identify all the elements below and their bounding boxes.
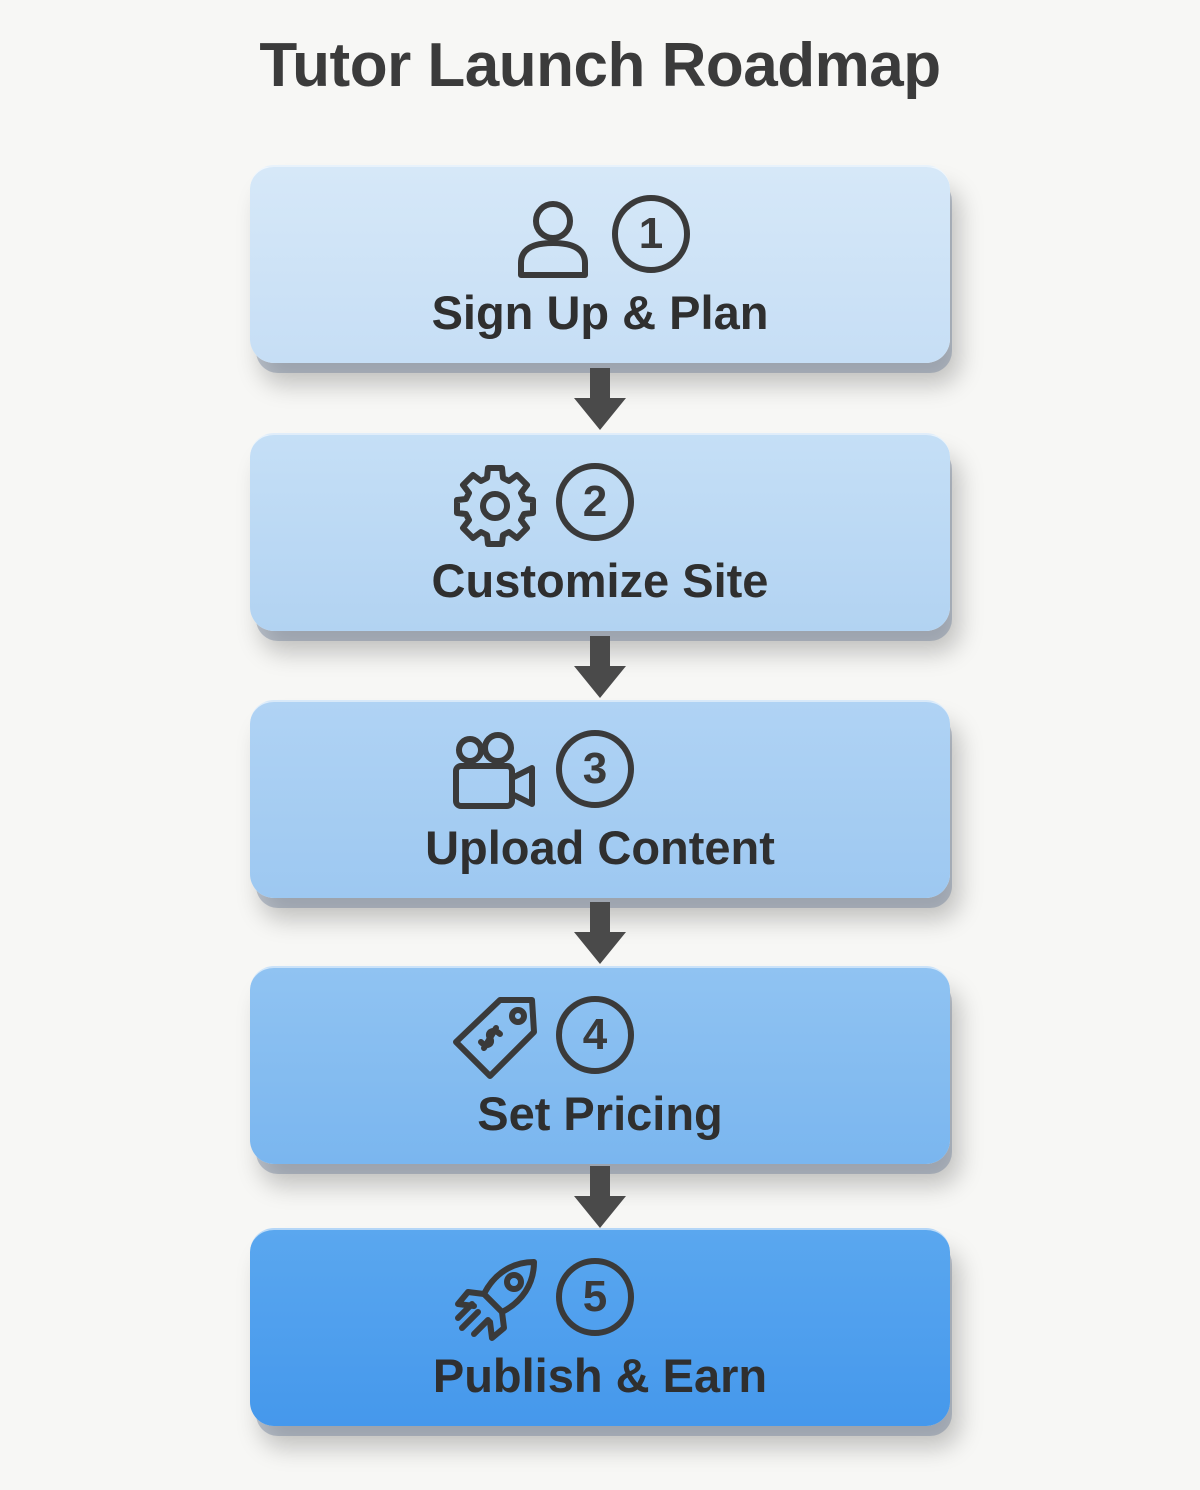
arrow-down-icon xyxy=(574,902,626,964)
user-icon xyxy=(506,191,600,285)
step-5-card: 5 Publish & Earn xyxy=(250,1228,950,1426)
video-camera-icon xyxy=(448,726,542,820)
arrow-down-icon xyxy=(574,636,626,698)
step-2-card: 2 Customize Site xyxy=(250,433,950,631)
arrow-down-icon xyxy=(574,1166,626,1228)
step-number-badge: 3 xyxy=(556,730,634,808)
step-number-badge: 5 xyxy=(556,1258,634,1336)
step-label: Customize Site xyxy=(431,554,769,607)
step-4-card: 4 Set Pricing xyxy=(250,966,950,1164)
step-label: Upload Content xyxy=(425,821,775,874)
page-title: Tutor Launch Roadmap xyxy=(259,31,941,100)
step-1-card: 1 Sign Up & Plan xyxy=(250,165,950,363)
arrow-down-icon xyxy=(574,368,626,430)
step-number-badge: 1 xyxy=(612,195,690,273)
gear-icon xyxy=(448,459,542,553)
step-number-badge: 2 xyxy=(556,463,634,541)
step-number-badge: 4 xyxy=(556,996,634,1074)
price-tag-icon xyxy=(448,992,542,1086)
rocket-icon xyxy=(448,1254,542,1348)
step-label: Set Pricing xyxy=(477,1087,723,1140)
step-label: Publish & Earn xyxy=(432,1349,768,1402)
step-3-card: 3 Upload Content xyxy=(250,700,950,898)
step-label: Sign Up & Plan xyxy=(431,286,769,339)
